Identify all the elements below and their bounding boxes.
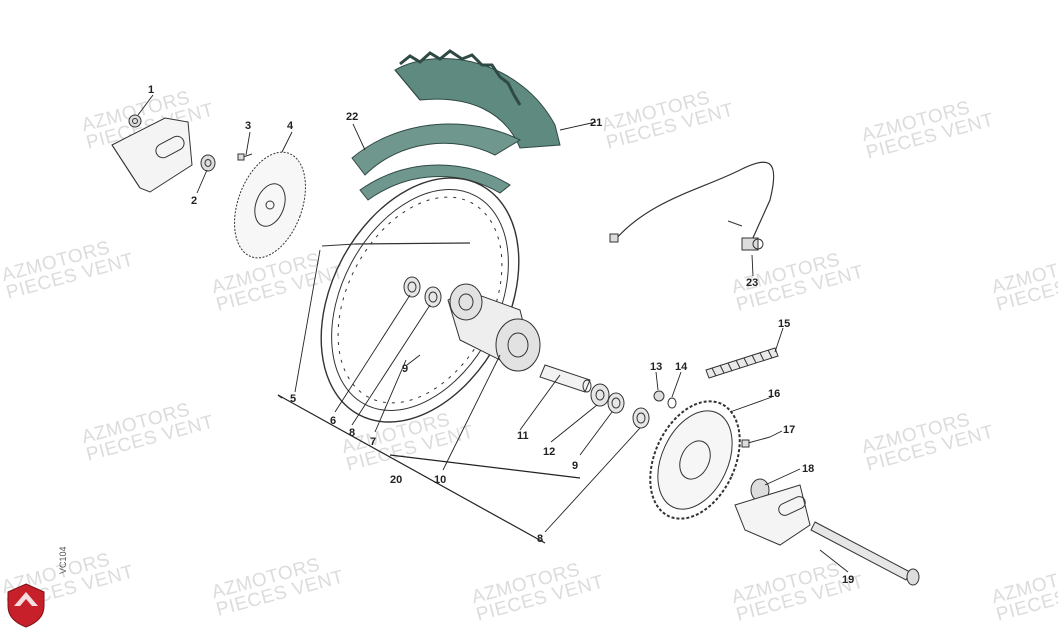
chain bbox=[705, 347, 779, 379]
callout-9: 9 bbox=[402, 363, 408, 375]
callout-11: 11 bbox=[517, 430, 529, 442]
callout-10: 10 bbox=[434, 474, 446, 486]
callout-23: 23 bbox=[746, 277, 758, 289]
rear-axle bbox=[810, 521, 920, 586]
callout-19: 19 bbox=[842, 574, 854, 586]
callout-18: 18 bbox=[802, 463, 814, 475]
oil-seal-right bbox=[632, 407, 650, 429]
sprocket-bolt bbox=[741, 436, 771, 448]
rim bbox=[320, 177, 520, 423]
diagram-code: VC104 bbox=[58, 546, 68, 574]
swingarm-left bbox=[111, 117, 193, 193]
brake-disc bbox=[234, 151, 306, 259]
callout-1: 1 bbox=[148, 84, 154, 96]
spoke bbox=[354, 242, 471, 245]
callout-8: 8 bbox=[349, 427, 355, 439]
callout-9b: 9 bbox=[572, 460, 578, 472]
callout-2: 2 bbox=[191, 195, 197, 207]
sprocket-washer bbox=[667, 397, 677, 409]
swingarm-right bbox=[734, 484, 811, 546]
sprocket-nut bbox=[653, 390, 665, 402]
callout-6: 6 bbox=[330, 415, 336, 427]
disc-bolt bbox=[237, 153, 253, 161]
leader-lines bbox=[137, 94, 849, 573]
callout-3: 3 bbox=[245, 120, 251, 132]
callout-13: 13 bbox=[650, 361, 662, 373]
speed-sensor bbox=[609, 161, 775, 251]
callout-15: 15 bbox=[778, 318, 790, 330]
tire bbox=[394, 49, 561, 149]
callout-20: 20 bbox=[390, 474, 402, 486]
callout-5: 5 bbox=[290, 393, 296, 405]
axle-nut bbox=[128, 114, 142, 128]
callout-16: 16 bbox=[768, 388, 780, 400]
bearing-right bbox=[590, 383, 610, 407]
callout-17: 17 bbox=[783, 424, 795, 436]
bearing-9-right bbox=[607, 392, 625, 414]
callout-8b: 8 bbox=[537, 533, 543, 545]
inner-tube bbox=[351, 123, 522, 176]
callout-14: 14 bbox=[675, 361, 688, 373]
hub bbox=[447, 283, 541, 372]
oil-seal-left bbox=[403, 276, 421, 298]
callout-22: 22 bbox=[346, 111, 358, 123]
callout-21: 21 bbox=[590, 117, 602, 129]
spoke-nipple bbox=[321, 243, 356, 247]
bearing-left bbox=[424, 286, 442, 308]
callout-7: 7 bbox=[370, 436, 376, 448]
hub-spacer bbox=[539, 364, 592, 393]
callout-4: 4 bbox=[287, 120, 294, 132]
rear-sprocket bbox=[649, 400, 741, 520]
rim-band bbox=[359, 164, 511, 201]
callout-12: 12 bbox=[543, 446, 555, 458]
brand-logo bbox=[7, 583, 45, 628]
spacer bbox=[200, 154, 216, 172]
